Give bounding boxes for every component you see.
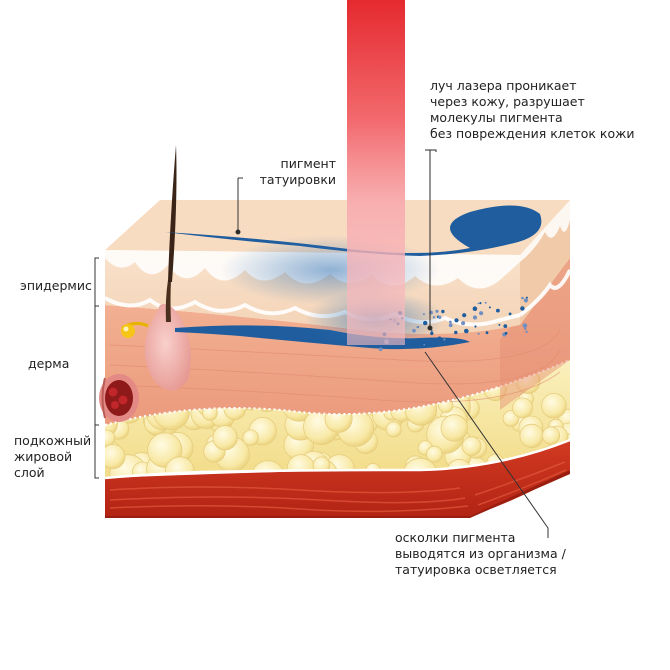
fat-cell [242, 429, 259, 446]
fat-cell [541, 426, 561, 445]
pigment-fragment [521, 296, 524, 300]
pigment-fragment [477, 302, 480, 305]
fragments-annotation: осколки пигмента выводятся из организма … [395, 530, 566, 578]
pigment-fragment [454, 330, 458, 335]
pigment-fragment [462, 313, 467, 318]
subcutaneous-label-line1: подкожный [14, 433, 92, 448]
pigment-fragment [454, 318, 459, 323]
pigment-fragment [422, 313, 425, 316]
fat-cell [440, 414, 469, 442]
fat-cell [212, 425, 238, 451]
pigment-fragment [477, 332, 480, 335]
fragments-annotation-line3: татуировка осветляется [395, 562, 557, 577]
fat-cell [105, 443, 126, 469]
pigment-fragment [525, 296, 528, 299]
pigment-fragment [435, 309, 439, 313]
pigment-fragment [461, 321, 466, 326]
pigment-fragment [523, 298, 529, 303]
pigment-fragment [441, 309, 445, 314]
pigment-annotation-line1: пигмент [280, 156, 336, 171]
pigment-fragment [488, 306, 491, 309]
pigment-fragment [496, 308, 500, 313]
pigment-fragment [448, 323, 453, 328]
pigment-fragment [412, 342, 416, 346]
pigment-fragment [485, 331, 489, 335]
muscle-layer [105, 440, 570, 518]
fragments-annotation-line2: выводятся из организма / [395, 546, 566, 561]
pigment-fragment [520, 306, 525, 311]
pigment-fragment [449, 320, 452, 324]
pigment-fragment [438, 315, 442, 319]
subcutaneous-label-line3: слой [14, 465, 45, 480]
fat-cell [461, 436, 482, 457]
subcutaneous-label: подкожный жировой слой [14, 433, 91, 481]
fat-cell [519, 423, 544, 448]
epidermis-label: эпидермис [20, 278, 92, 293]
pigment-fragment [430, 330, 433, 332]
pigment-fragment [472, 306, 478, 312]
pigment-fragment [423, 343, 426, 346]
subcutaneous-label-line2: жировой [14, 449, 73, 464]
blood-vessel-icon [99, 374, 139, 422]
laser-annotation-line1: луч лазера проникает [430, 78, 577, 93]
laser-annotation-line2: через кожу, разрушает [430, 94, 585, 109]
pigment-fragment [378, 347, 383, 352]
pigment-fragment [432, 316, 436, 319]
pigment-fragment [419, 340, 424, 345]
pigment-fragment [416, 326, 419, 329]
fat-cell [512, 397, 533, 419]
fat-cell [541, 393, 567, 419]
dermis-label: дерма [28, 356, 70, 371]
pigment-fragment [437, 336, 442, 341]
laser-annotation: луч лазера проникает через кожу, разруша… [430, 78, 634, 142]
pigment-fragment [414, 342, 418, 346]
fragments-annotation-line1: осколки пигмента [395, 530, 516, 545]
laser-beam-icon [347, 0, 405, 345]
laser-annotation-line3: молекулы пигмента [430, 110, 563, 125]
pigment-annotation-line2: татуировки [259, 172, 336, 187]
fat-cell [425, 445, 443, 463]
pigment-fragment [464, 328, 469, 334]
pigment-annotation: пигмент татуировки [258, 156, 336, 188]
laser-annotation-line4: без повреждения клеток кожи [430, 126, 635, 141]
pigment-fragment [479, 302, 482, 305]
pigment-fragment [412, 328, 416, 333]
pigment-fragment [443, 338, 446, 341]
pigment-fragment [423, 320, 428, 326]
pigment-fragment [498, 323, 501, 326]
pigment-fragment [479, 311, 484, 316]
leader-lines [94, 149, 549, 538]
pigment-fragment [484, 301, 487, 304]
pigment-fragment [525, 330, 528, 333]
pigment-fragment [472, 315, 478, 320]
pigment-fragment [503, 324, 508, 328]
pigment-fragment [524, 327, 527, 330]
hair-follicle-icon [121, 145, 191, 391]
pigment-fragment [474, 325, 477, 328]
pigment-fragment [508, 312, 512, 316]
pigment-fragment [522, 323, 528, 328]
fat-cell [105, 429, 116, 447]
fat-cell [385, 421, 402, 438]
pigment-fragment [504, 331, 508, 335]
pigment-fragment [430, 331, 434, 336]
